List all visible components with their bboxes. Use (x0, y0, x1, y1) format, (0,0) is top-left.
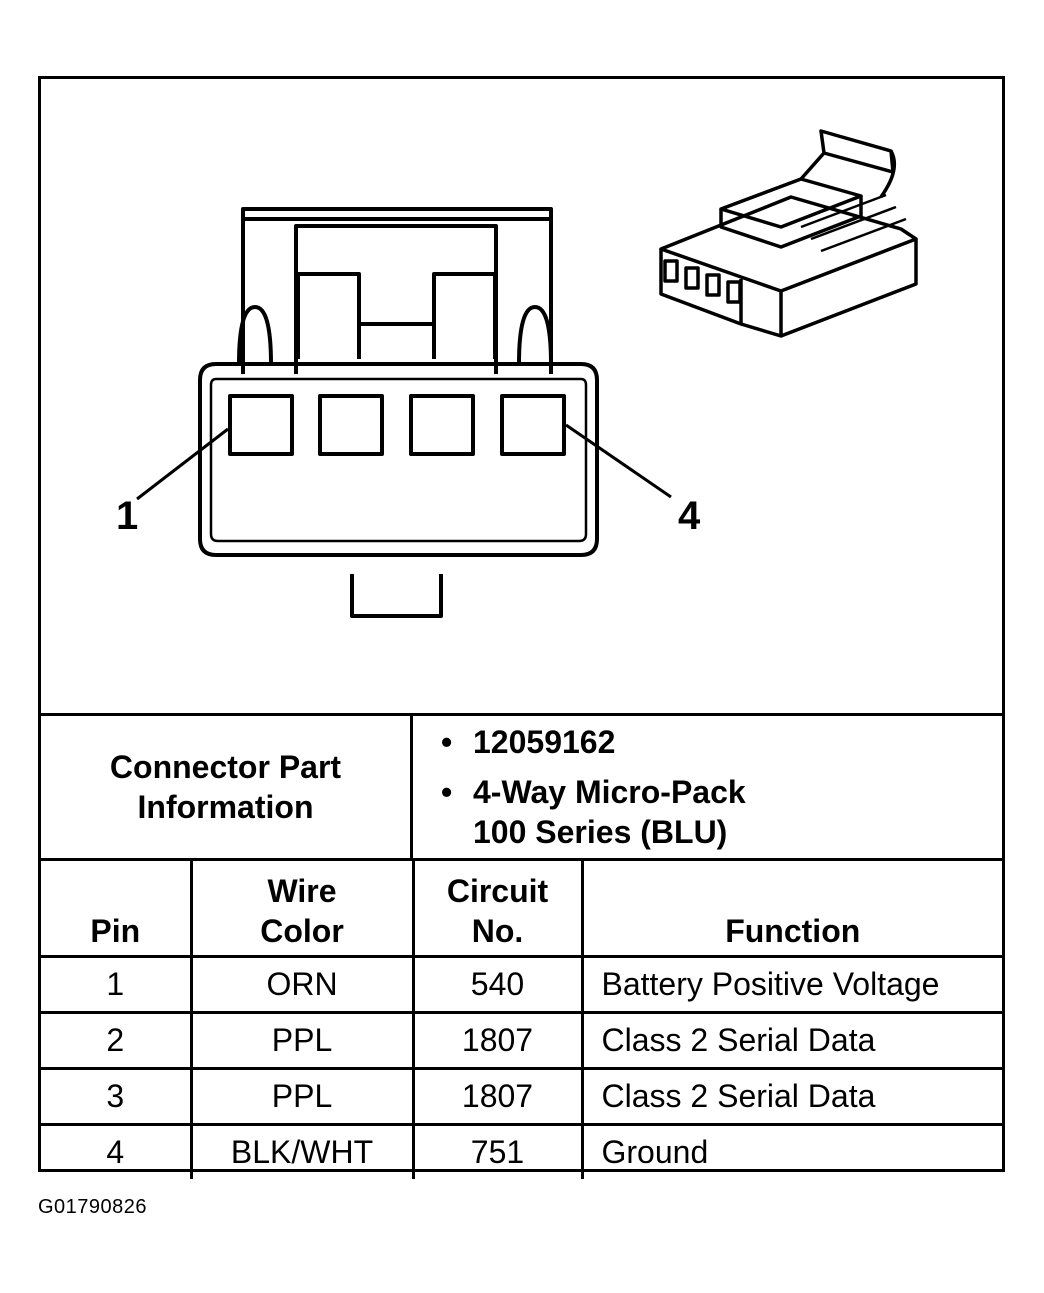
pinout-table: Pin Wire Color Circuit No. Function 1 OR… (41, 858, 1002, 1179)
pin-1-callout: 1 (116, 494, 139, 538)
connector-body (198, 362, 599, 557)
circuit-cell: 1807 (411, 1011, 584, 1070)
pin-cell: 3 (41, 1067, 193, 1126)
wire-color-cell: PPL (189, 1067, 415, 1126)
pin-cavity-4 (500, 394, 566, 456)
connector-part-info-values: • 12059162 • 4-Way Micro-Pack 100 Series… (413, 716, 1002, 858)
wire-color-cell: BLK/WHT (189, 1123, 415, 1179)
header-circuit-no: Circuit No. (411, 858, 584, 958)
connector-key (350, 574, 443, 618)
connector-part-info-label-cell: Connector Part Information (41, 716, 413, 858)
connector-type-item: • 4-Way Micro-Pack 100 Series (BLU) (441, 772, 746, 852)
latch-frame (241, 207, 553, 374)
table-row: 4 BLK/WHT 751 Ground (41, 1123, 1002, 1179)
function-cell: Class 2 Serial Data (580, 1067, 1002, 1126)
pin-cell: 1 (41, 955, 193, 1014)
circuit-cell: 540 (411, 955, 584, 1014)
header-pin: Pin (41, 858, 193, 958)
bullet-icon: • (441, 774, 453, 810)
function-cell: Class 2 Serial Data (580, 1011, 1002, 1070)
connector-isometric-sketch (659, 129, 918, 338)
pin-cavity-1 (228, 394, 294, 456)
function-cell: Battery Positive Voltage (580, 955, 1002, 1014)
connector-part-info: Connector Part Information • 12059162 • … (41, 713, 1002, 858)
circuit-cell: 1807 (411, 1067, 584, 1126)
table-row: 1 ORN 540 Battery Positive Voltage (41, 955, 1002, 1014)
connector-diagram: 1 4 (41, 79, 1002, 713)
pin-cell: 4 (41, 1123, 193, 1179)
pin-1-leader (136, 427, 229, 501)
figure-id: G01790826 (38, 1196, 148, 1218)
pin-cavity-2 (318, 394, 384, 456)
connector-type: 4-Way Micro-Pack 100 Series (BLU) (473, 774, 746, 850)
table-row: 2 PPL 1807 Class 2 Serial Data (41, 1011, 1002, 1070)
circuit-cell: 751 (411, 1123, 584, 1179)
part-number-item: • 12059162 (441, 722, 616, 762)
pin-4-callout: 4 (678, 494, 701, 538)
connector-face-drawing (136, 129, 918, 618)
header-function: Function (580, 858, 1002, 958)
table-header-row: Pin Wire Color Circuit No. Function (41, 858, 1002, 958)
pin-cavity-3 (409, 394, 475, 456)
part-number: 12059162 (473, 724, 616, 760)
function-cell: Ground (580, 1123, 1002, 1179)
connector-part-info-label: Connector Part Information (109, 749, 342, 825)
pin-4-leader (565, 423, 672, 499)
connector-figure-frame: 1 4 Connector Part Information • 1205916… (38, 76, 1005, 1179)
bullet-icon: • (441, 724, 453, 760)
wire-color-cell: PPL (189, 1011, 415, 1070)
header-wire-color: Wire Color (189, 858, 415, 958)
wire-color-cell: ORN (189, 955, 415, 1014)
pin-cell: 2 (41, 1011, 193, 1070)
table-row: 3 PPL 1807 Class 2 Serial Data (41, 1067, 1002, 1126)
